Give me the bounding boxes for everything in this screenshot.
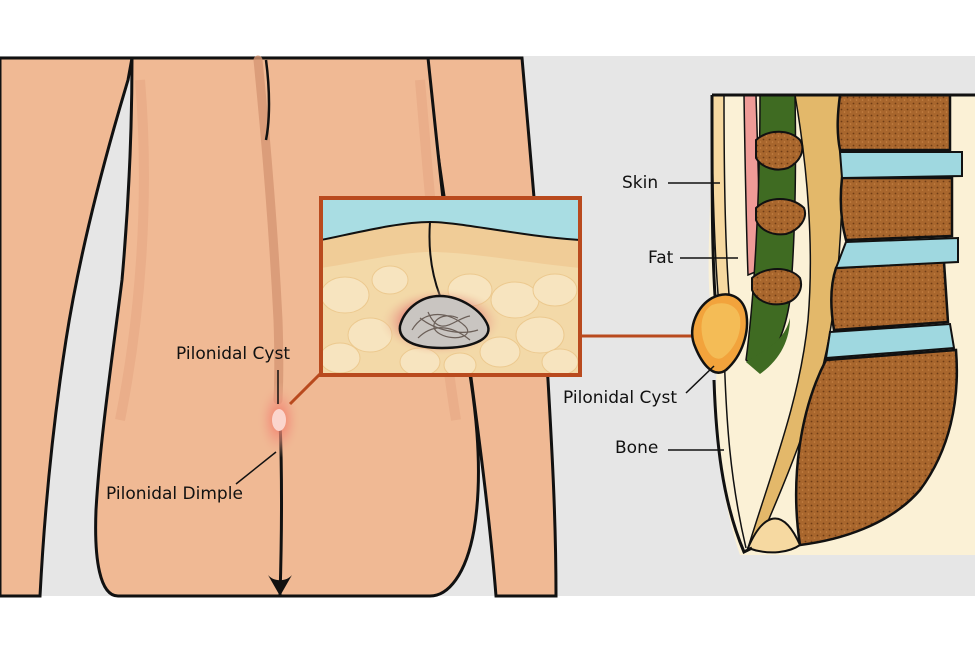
zoom-inset <box>319 196 696 377</box>
label-pilonidal-cyst-left: Pilonidal Cyst <box>176 344 291 364</box>
cyst-bump <box>272 409 286 431</box>
label-pilonidal-dimple: Pilonidal Dimple <box>106 484 243 504</box>
sacrum <box>794 348 959 547</box>
zoom-connector-line <box>288 370 324 406</box>
label-fat: Fat <box>648 248 674 268</box>
left-arm <box>0 56 134 598</box>
label-skin: Skin <box>622 173 659 193</box>
label-bone: Bone <box>615 438 659 458</box>
spine-groove <box>253 55 284 405</box>
zoom-frame <box>319 196 582 377</box>
label-pilonidal-cyst-right: Pilonidal Cyst <box>563 388 678 408</box>
sagittal-section <box>668 93 975 555</box>
